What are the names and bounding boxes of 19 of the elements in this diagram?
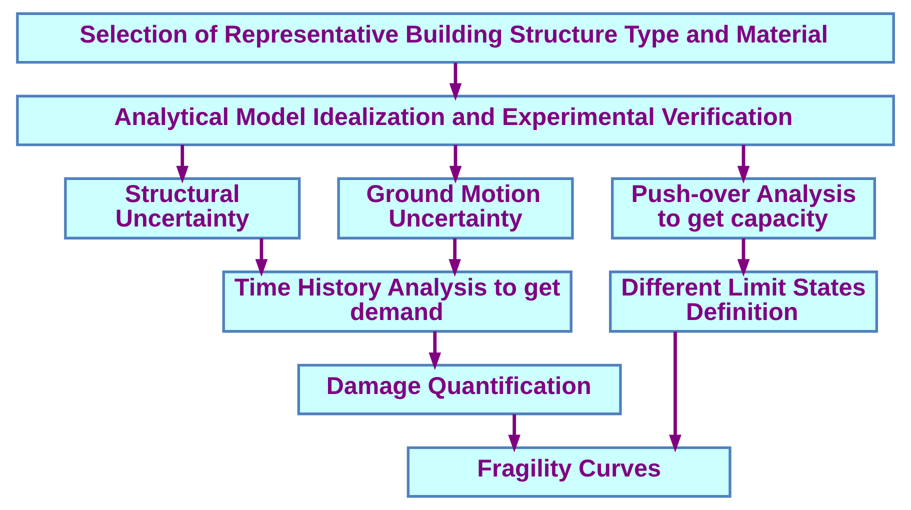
node-box: Different Limit States Definition	[608, 270, 878, 333]
arrow	[508, 414, 520, 452]
node-box: Ground Motion Uncertainty	[337, 177, 574, 240]
node-box: Structural Uncertainty	[64, 177, 301, 240]
arrow	[737, 238, 750, 277]
node-box: Fragility Curves	[406, 446, 732, 498]
arrow	[448, 238, 461, 277]
node-box: Time History Analysis to get demand	[222, 270, 572, 333]
arrow	[428, 331, 442, 370]
node-box: Analytical Model Idealization and Experimental Verification	[16, 94, 895, 146]
arrow	[255, 238, 268, 277]
node-box: Damage Quantification	[297, 364, 622, 416]
arrow	[449, 62, 462, 101]
node-box: Push-over Analysis to get capacity	[611, 177, 876, 240]
arrow	[669, 332, 682, 452]
arrow	[449, 144, 462, 184]
arrow	[737, 144, 750, 184]
arrow	[176, 144, 189, 184]
node-box: Selection of Representative Building Structure Type and Material	[16, 12, 895, 64]
